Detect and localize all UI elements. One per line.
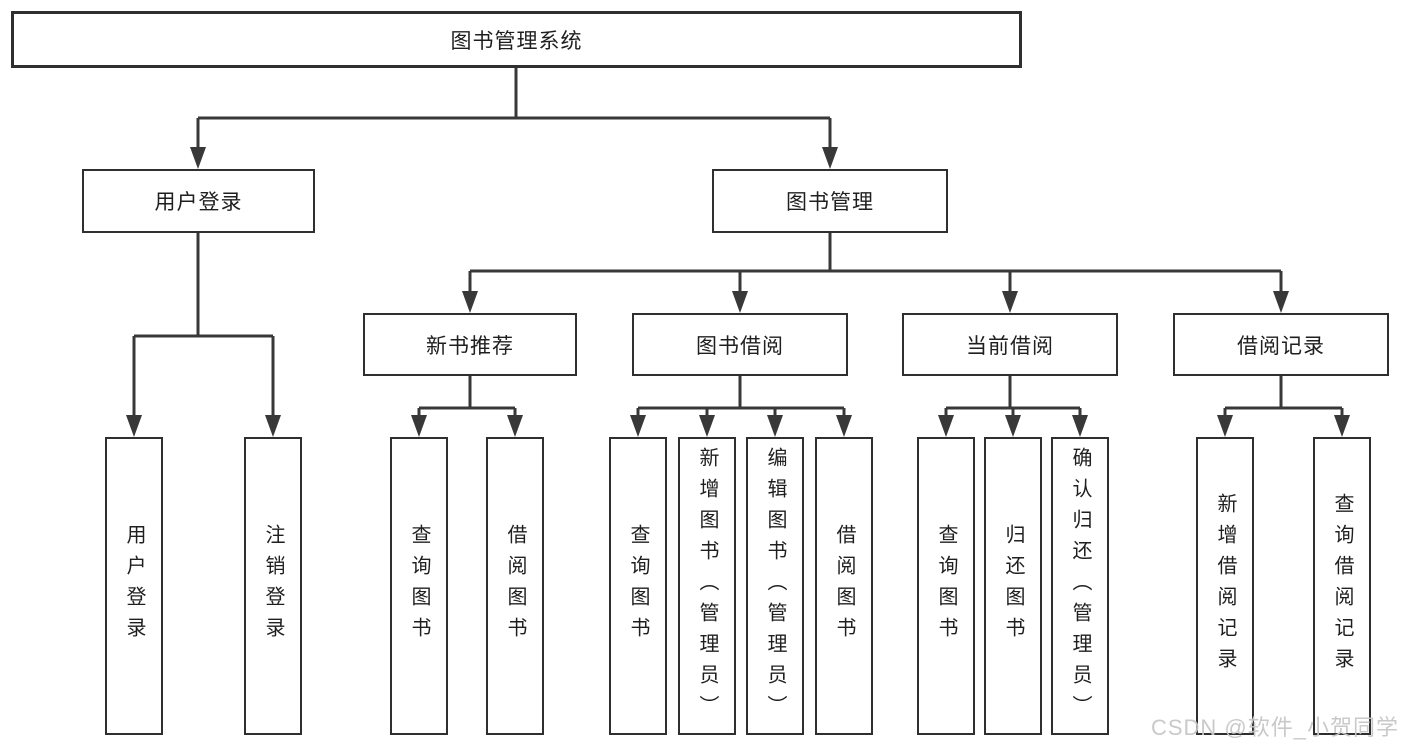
node-borrow-records-label: 借阅记录	[1237, 334, 1325, 358]
node-book-borrow-label: 图书借阅	[696, 334, 784, 358]
node-current-borrow-label: 当前借阅	[966, 334, 1054, 358]
node-add-books-admin: 新增图书（管理员）	[678, 437, 736, 735]
node-query-books-recommend: 查询图书	[390, 437, 448, 735]
node-edit-books-admin-label: 编辑图书（管理员）	[764, 446, 786, 726]
node-return-books-label: 归还图书	[1002, 524, 1024, 648]
node-confirm-return-admin-label: 确认归还（管理员）	[1069, 446, 1091, 726]
node-query-books-borrow-label: 查询图书	[627, 524, 649, 648]
node-library-system: 图书管理系统	[11, 11, 1022, 68]
node-edit-books-admin: 编辑图书（管理员）	[746, 437, 804, 735]
node-user-login-label: 用户登录	[123, 524, 145, 648]
node-add-borrow-record: 新增借阅记录	[1196, 437, 1254, 735]
node-user-login: 用户登录	[105, 437, 163, 735]
node-book-borrow: 图书借阅	[632, 313, 848, 376]
node-library-system-label: 图书管理系统	[450, 29, 583, 53]
node-borrow-books-recommend: 借阅图书	[486, 437, 544, 735]
node-add-books-admin-label: 新增图书（管理员）	[696, 446, 718, 726]
node-add-borrow-record-label: 新增借阅记录	[1214, 493, 1236, 679]
node-new-book-recommend: 新书推荐	[363, 313, 577, 376]
node-borrow-records: 借阅记录	[1173, 313, 1389, 376]
node-query-books-current-label: 查询图书	[935, 524, 957, 648]
node-borrow-books: 借阅图书	[815, 437, 873, 735]
node-confirm-return-admin: 确认归还（管理员）	[1051, 437, 1109, 735]
node-user-login-branch: 用户登录	[82, 169, 315, 233]
node-query-borrow-record-label: 查询借阅记录	[1331, 493, 1353, 679]
node-query-books-borrow: 查询图书	[609, 437, 667, 735]
node-book-management-label: 图书管理	[786, 191, 874, 214]
node-query-books-recommend-label: 查询图书	[408, 524, 430, 648]
node-book-management: 图书管理	[712, 169, 948, 233]
node-borrow-books-label: 借阅图书	[833, 524, 855, 648]
node-new-book-recommend-label: 新书推荐	[426, 334, 514, 358]
node-user-login-branch-label: 用户登录	[154, 191, 243, 214]
node-query-borrow-record: 查询借阅记录	[1313, 437, 1371, 735]
node-query-books-current: 查询图书	[917, 437, 975, 735]
node-current-borrow: 当前借阅	[902, 313, 1118, 376]
watermark: CSDN @软件_小贺同学	[1150, 715, 1399, 740]
node-borrow-books-recommend-label: 借阅图书	[504, 524, 526, 648]
node-logout-login-label: 注销登录	[262, 524, 284, 648]
node-logout-login: 注销登录	[244, 437, 302, 735]
node-return-books: 归还图书	[984, 437, 1042, 735]
